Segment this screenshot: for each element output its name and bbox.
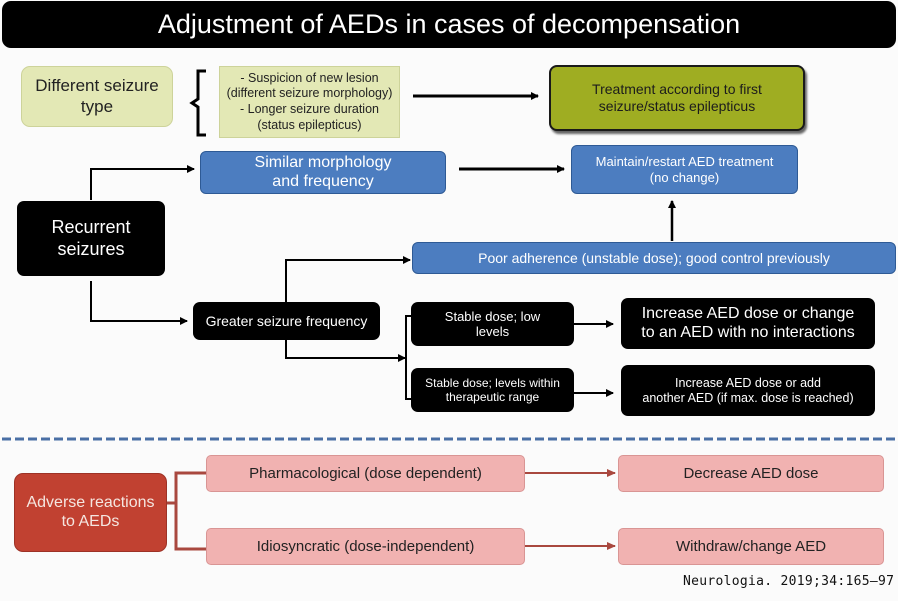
withdraw-change-box: Withdraw/change AED: [618, 528, 884, 565]
increase-or-add-box: Increase AED dose or add another AED (if…: [621, 365, 875, 416]
brace-icon: [189, 69, 206, 137]
pharmacological-text: Pharmacological (dose dependent): [249, 464, 482, 482]
greater-frequency-text: Greater seizure frequency: [205, 312, 368, 329]
similar-morphology-text: Similar morphology and frequency: [254, 153, 392, 190]
adverse-reactions-box: Adverse reactions to AEDs: [14, 473, 167, 552]
arrow-recurrent-to-greater: [90, 281, 188, 325]
arrow-greater-to-stable: [285, 340, 406, 362]
idiosyncratic-text: Idiosyncratic (dose-independent): [256, 537, 475, 555]
different-seizure-type-box: Different seizure type: [21, 66, 173, 127]
idiosyncratic-box: Idiosyncratic (dose-independent): [206, 528, 525, 565]
greater-frequency-box: Greater seizure frequency: [193, 302, 380, 340]
maintain-restart-text: Maintain/restart AED treatment (no chang…: [595, 154, 774, 185]
stable-therapeutic-box: Stable dose; levels within therapeutic r…: [411, 368, 574, 412]
criteria-box: - Suspicion of new lesion (different sei…: [219, 66, 400, 138]
recurrent-seizures-text: Recurrent seizures: [51, 217, 131, 259]
stable-low-levels-text: Stable dose; low levels: [444, 308, 541, 339]
citation: Neurologia. 2019;34:165–97: [683, 574, 895, 589]
adverse-reactions-text: Adverse reactions to AEDs: [26, 493, 155, 530]
stable-bracket: [405, 315, 412, 400]
increase-or-add-text: Increase AED dose or add another AED (if…: [642, 375, 854, 405]
adverse-bracket-lower: [174, 503, 206, 551]
different-seizure-type-text: Different seizure type: [35, 76, 159, 116]
stable-low-levels-box: Stable dose; low levels: [411, 302, 574, 346]
similar-morphology-box: Similar morphology and frequency: [200, 151, 446, 194]
arrow-greater-to-adherence: [285, 256, 411, 302]
arrow-recurrent-to-similar: [90, 165, 195, 200]
maintain-restart-box: Maintain/restart AED treatment (no chang…: [571, 145, 798, 194]
recurrent-seizures-box: Recurrent seizures: [17, 201, 165, 276]
criteria-text: - Suspicion of new lesion (different sei…: [226, 70, 393, 132]
treatment-first-seizure-box: Treatment according to first seizure/sta…: [549, 65, 805, 131]
page-title-text: Adjustment of AEDs in cases of decompens…: [157, 8, 741, 39]
decrease-dose-text: Decrease AED dose: [683, 464, 819, 482]
increase-or-change-text: Increase AED dose or change to an AED wi…: [641, 304, 855, 341]
decrease-dose-box: Decrease AED dose: [618, 455, 884, 492]
poor-adherence-box: Poor adherence (unstable dose); good con…: [412, 242, 896, 274]
stable-therapeutic-text: Stable dose; levels within therapeutic r…: [425, 375, 560, 404]
withdraw-change-text: Withdraw/change AED: [675, 537, 827, 555]
increase-or-change-box: Increase AED dose or change to an AED wi…: [621, 298, 875, 349]
pharmacological-box: Pharmacological (dose dependent): [206, 455, 525, 492]
adverse-bracket: [167, 471, 206, 505]
page-title: Adjustment of AEDs in cases of decompens…: [2, 1, 896, 48]
treatment-first-seizure-text: Treatment according to first seizure/sta…: [592, 81, 762, 114]
poor-adherence-text: Poor adherence (unstable dose); good con…: [478, 249, 830, 266]
